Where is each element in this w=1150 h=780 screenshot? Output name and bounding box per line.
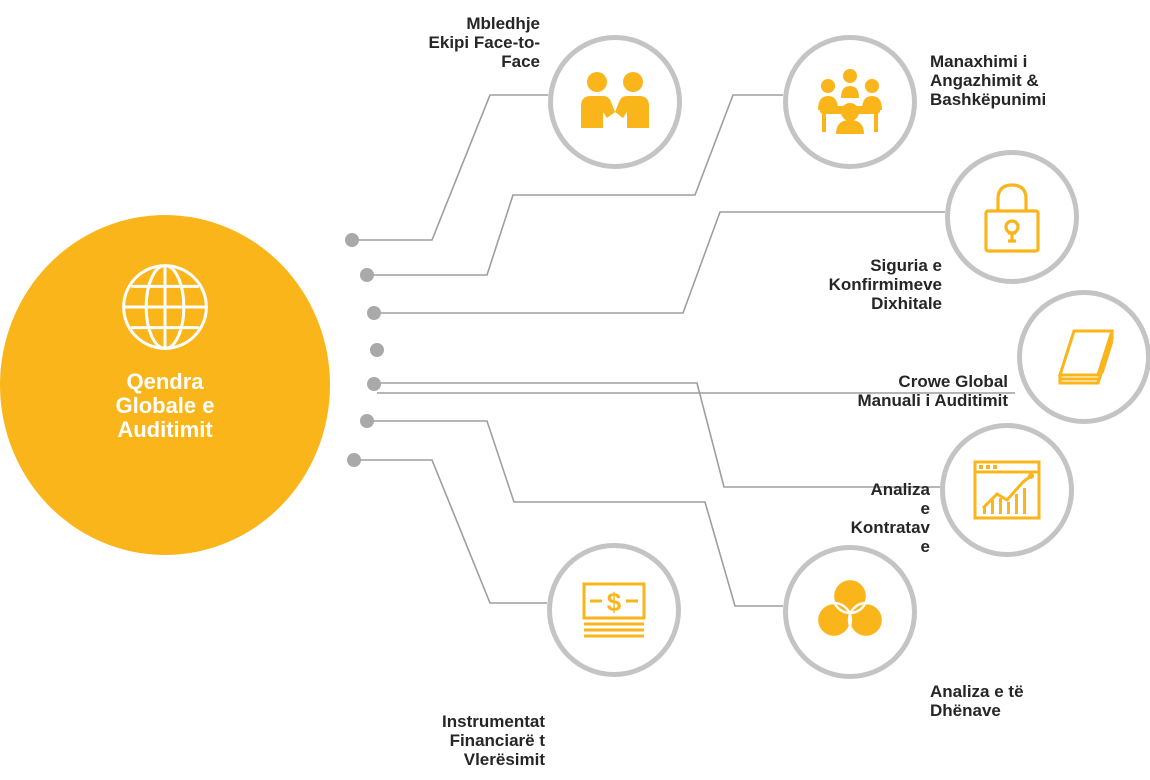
node-label-audit-manual: Crowe Global Manuali i Auditimit [857, 372, 1008, 410]
padlock-icon [984, 183, 1040, 253]
node-label-face-to-face: Mbledhje Ekipi Face-to- Face [428, 14, 540, 71]
connector-dot [345, 233, 359, 247]
node-data-analysis [783, 545, 917, 679]
node-label-digital-confirmations: Siguria e Konfirmimeve Dixhitale [828, 256, 942, 313]
venn-circles-icon [815, 577, 885, 639]
hub-title: Qendra Globale e Auditimit [115, 369, 215, 442]
node-label-financial-instruments: Instrumentat Financiarë t Vlerësimit [442, 712, 545, 769]
connector-line-financial-instruments [354, 459, 547, 604]
node-digital-confirmations [945, 150, 1079, 284]
chart-screen-icon [973, 460, 1041, 520]
connector-dot [347, 453, 361, 467]
node-engagement-management [783, 35, 917, 169]
svg-text:$: $ [607, 587, 622, 617]
connector-line-engagement [367, 94, 783, 276]
connector-dot [360, 268, 374, 282]
node-face-to-face [548, 35, 682, 169]
team-meeting-icon [818, 69, 882, 134]
connector-line-digital-confirmations [374, 211, 945, 314]
globe-icon [122, 264, 208, 350]
dollar-bill-icon: $ [582, 582, 646, 638]
node-label-data-analysis: Analiza e të Dhënave [930, 682, 1024, 720]
book-icon [1057, 329, 1115, 385]
connector-dot [370, 343, 384, 357]
node-label-engagement-management: Manaxhimi i Angazhimit & Bashkëpunimi [930, 52, 1047, 109]
connector-line-data-analysis [367, 420, 783, 607]
node-label-contract-analysis: Analiza e Kontratav e [850, 480, 930, 556]
handshake-people-icon [581, 72, 649, 128]
node-financial-instruments: $ [547, 543, 681, 677]
global-audit-center-hub: Qendra Globale e Auditimit [0, 215, 330, 555]
node-contract-analysis [940, 423, 1074, 557]
connector-dot [367, 377, 381, 391]
connector-line-contract-analysis [374, 382, 940, 488]
connector-dot [367, 306, 381, 320]
connector-line-face-to-face [352, 94, 548, 241]
node-audit-manual [1017, 290, 1150, 424]
connector-dot [360, 414, 374, 428]
